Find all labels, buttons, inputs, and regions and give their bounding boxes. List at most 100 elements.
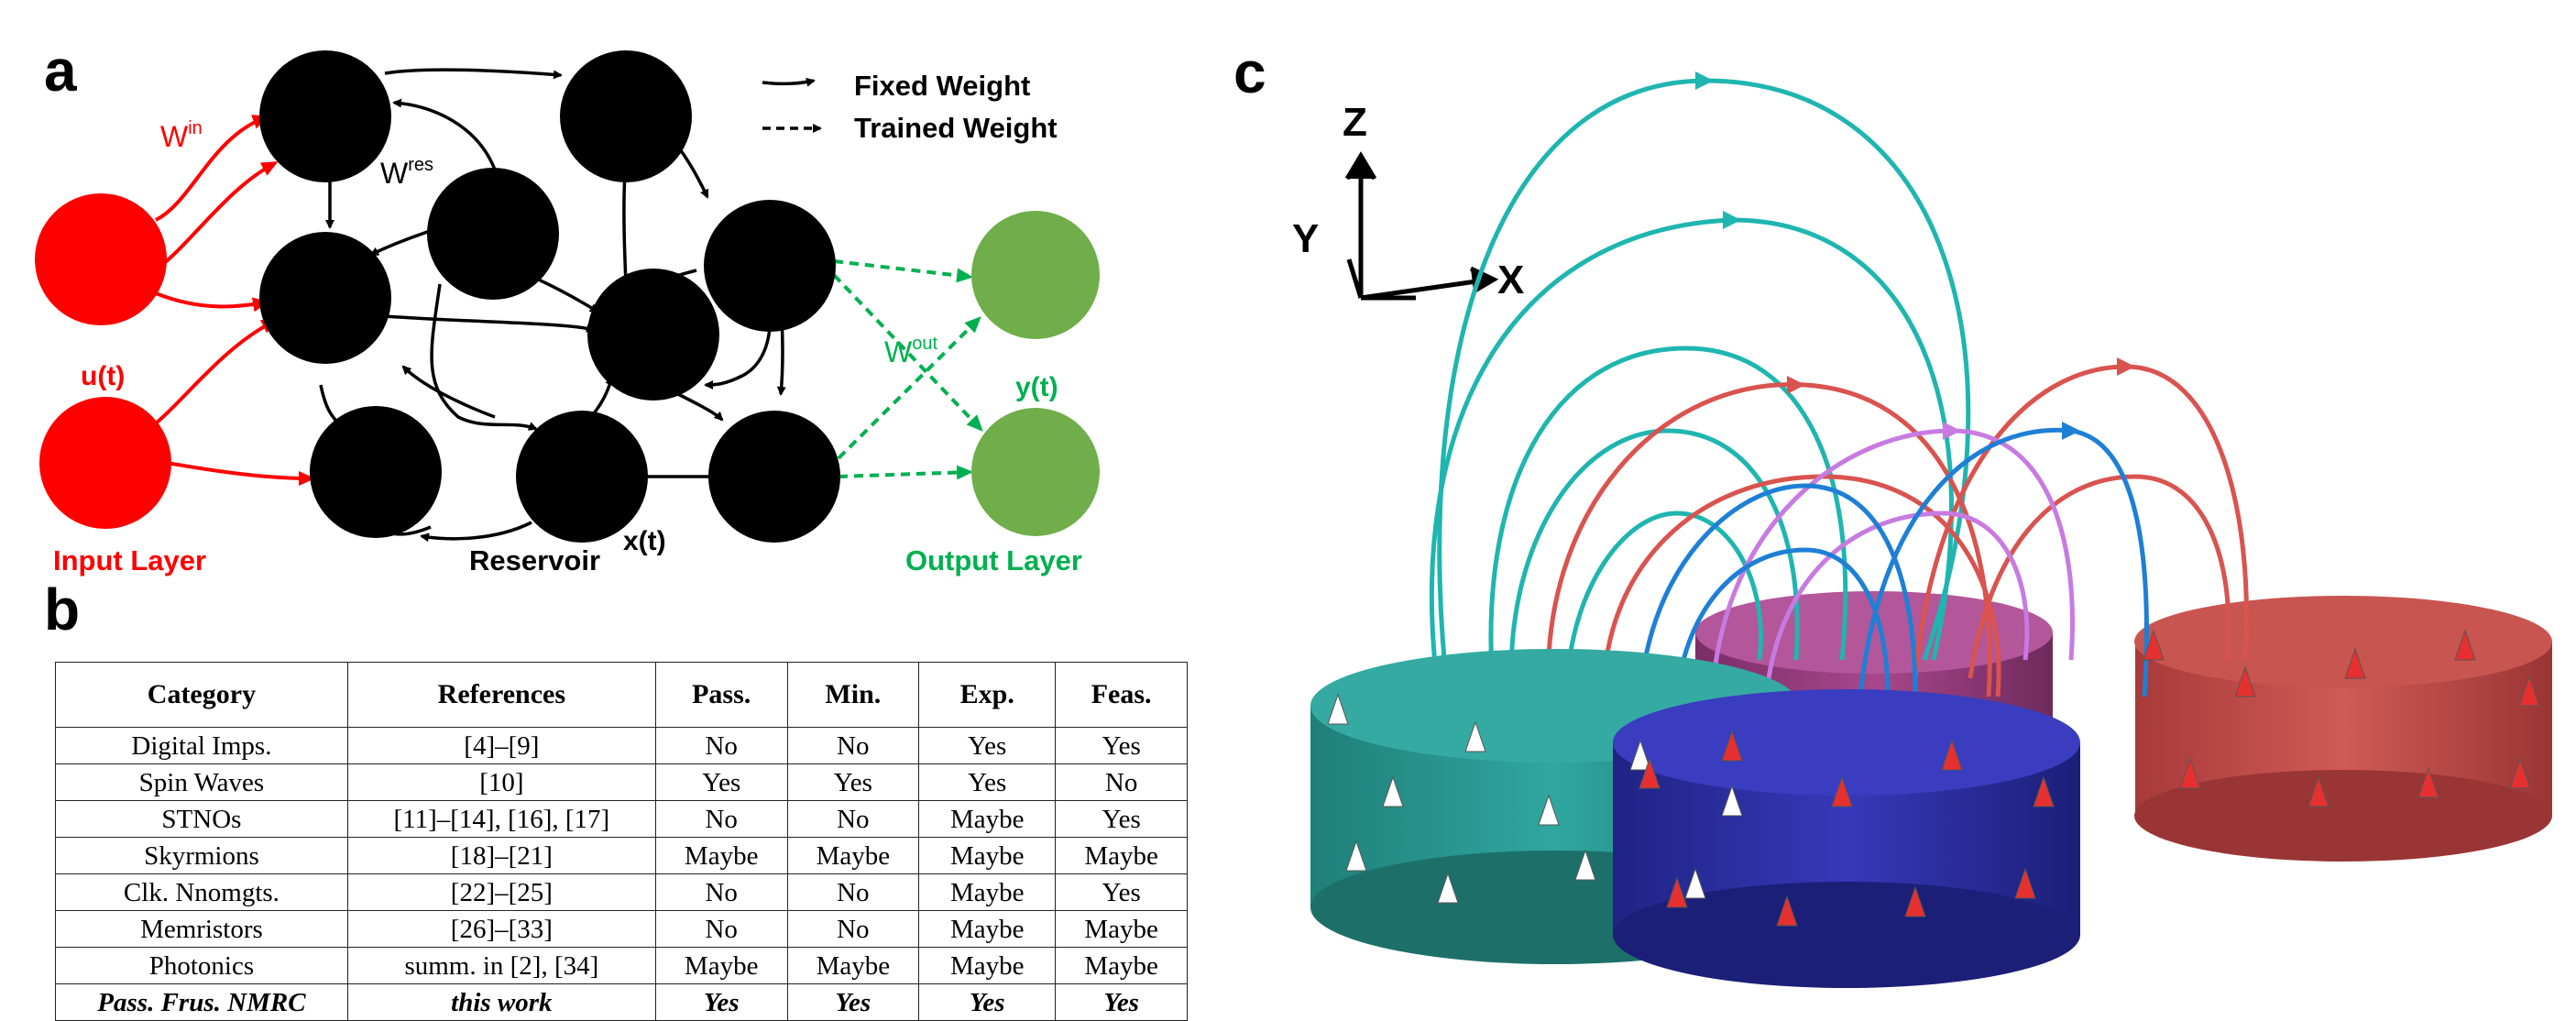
- panel-letter-b: b: [44, 576, 81, 642]
- magnet-blue: [1613, 689, 2080, 988]
- table-cell: Yes: [1055, 800, 1188, 838]
- spin-cone: [1721, 730, 1743, 762]
- spin-cone: [1382, 775, 1404, 807]
- table-cell: No: [654, 910, 788, 948]
- table-cell: Memristors: [55, 910, 348, 948]
- table-cell: [11]–[14], [16], [17]: [346, 800, 656, 838]
- spin-cone: [1684, 867, 1706, 899]
- spin-cone: [1721, 785, 1743, 817]
- axis-x-label: X: [1497, 258, 1524, 302]
- table-cell: Yes: [918, 983, 1057, 1021]
- field-line-arrows: [1695, 71, 2135, 440]
- panel-letter-c: c: [1233, 39, 1266, 105]
- table-cell: No: [1055, 763, 1188, 801]
- table-cell: Maybe: [918, 837, 1057, 874]
- table-cell: No: [654, 727, 788, 764]
- spin-cone: [2234, 665, 2256, 697]
- table-header: Pass.: [654, 662, 788, 728]
- table-cell: [26]–[33]: [346, 910, 656, 948]
- output-node-2: [971, 408, 1100, 536]
- table-cell: Maybe: [654, 947, 788, 984]
- spin-cone: [1327, 693, 1349, 725]
- table-cell: Skyrmions: [55, 837, 348, 874]
- legend-trained-label: Trained Weight: [854, 112, 1058, 144]
- table-cell: Spin Waves: [55, 763, 348, 801]
- table-cell: Yes: [786, 763, 920, 801]
- table-cell: [18]–[21]: [346, 837, 656, 874]
- spin-cone: [1941, 739, 1963, 771]
- spin-cone: [2307, 775, 2329, 807]
- spin-cones: [1327, 629, 2540, 927]
- reservoir-node: [704, 200, 836, 332]
- reservoir-node: [560, 50, 692, 182]
- table-cell: Yes: [918, 727, 1057, 764]
- legend-fixed-label: Fixed Weight: [854, 70, 1030, 102]
- spin-cone: [2454, 629, 2476, 661]
- spin-cone: [1629, 739, 1651, 771]
- reservoir-diagram: Win Wres Wout u(t) y(t) x(t) Input Layer…: [35, 50, 1100, 576]
- output-weight-lines: [832, 259, 983, 480]
- input-node-1: [35, 193, 167, 325]
- table-cell: Yes: [1055, 873, 1188, 911]
- spin-cone: [1666, 876, 1688, 908]
- spin-cone: [1464, 720, 1486, 752]
- table-cell: [22]–[25]: [346, 873, 656, 911]
- table-cell: Yes: [918, 763, 1057, 801]
- table-header: Exp.: [918, 662, 1057, 728]
- table-cell: No: [786, 727, 920, 764]
- comparison-table: Category References Pass. Min. Exp. Feas…: [55, 662, 1188, 1021]
- input-node-2: [39, 397, 171, 529]
- spin-cone: [1538, 794, 1560, 826]
- panel-letter-a: a: [44, 38, 77, 104]
- input-layer-label: Input Layer: [53, 544, 206, 576]
- reservoir-node: [259, 50, 391, 182]
- table-cell: No: [654, 800, 788, 838]
- table-header: Feas.: [1055, 662, 1188, 728]
- legend-fixed-symbol: [762, 77, 816, 87]
- table-cell: Maybe: [1055, 837, 1188, 874]
- spin-cone: [2344, 647, 2366, 679]
- spin-cone: [2417, 766, 2439, 798]
- reservoir-nodes: [259, 50, 840, 543]
- reservoir-node: [516, 411, 648, 543]
- reservoir-node: [587, 269, 719, 401]
- table-cell: Yes: [654, 983, 788, 1021]
- signal-state-label: x(t): [623, 526, 666, 556]
- table-cell: Yes: [654, 763, 788, 801]
- spin-cone: [1345, 840, 1367, 872]
- spin-cone: [2014, 867, 2036, 899]
- table-cell: Digital Imps.: [55, 727, 348, 764]
- spin-cone: [1437, 872, 1459, 904]
- table-cell: Photonics: [55, 947, 348, 984]
- spin-cone: [2509, 757, 2531, 789]
- spin-cone: [1904, 885, 1926, 917]
- table-header-row: Category References Pass. Min. Exp. Feas…: [55, 662, 1188, 728]
- spin-cone: [2033, 775, 2055, 807]
- table-cell: Maybe: [918, 873, 1057, 911]
- table-cell: STNOs: [55, 800, 348, 838]
- reservoir-node: [708, 411, 840, 543]
- table-cell: Yes: [1055, 983, 1188, 1021]
- table-header: Category: [55, 662, 348, 728]
- output-nodes: [971, 211, 1100, 536]
- spin-cone: [2179, 757, 2201, 789]
- spin-cone: [1574, 849, 1596, 881]
- reservoir-label: Reservoir: [469, 544, 600, 576]
- weight-in-label: Win: [160, 118, 203, 153]
- table-cell: Maybe: [1055, 910, 1188, 948]
- output-node-1: [971, 211, 1100, 339]
- table-cell: No: [654, 873, 788, 911]
- output-layer-label: Output Layer: [905, 544, 1082, 576]
- spin-cone: [1639, 757, 1661, 789]
- legend: Fixed Weight Trained Weight: [762, 70, 1058, 144]
- table-cell: this work: [346, 983, 656, 1021]
- axis-y-label: Y: [1292, 216, 1319, 261]
- table-cell: Maybe: [786, 947, 920, 984]
- table-cell: No: [786, 800, 920, 838]
